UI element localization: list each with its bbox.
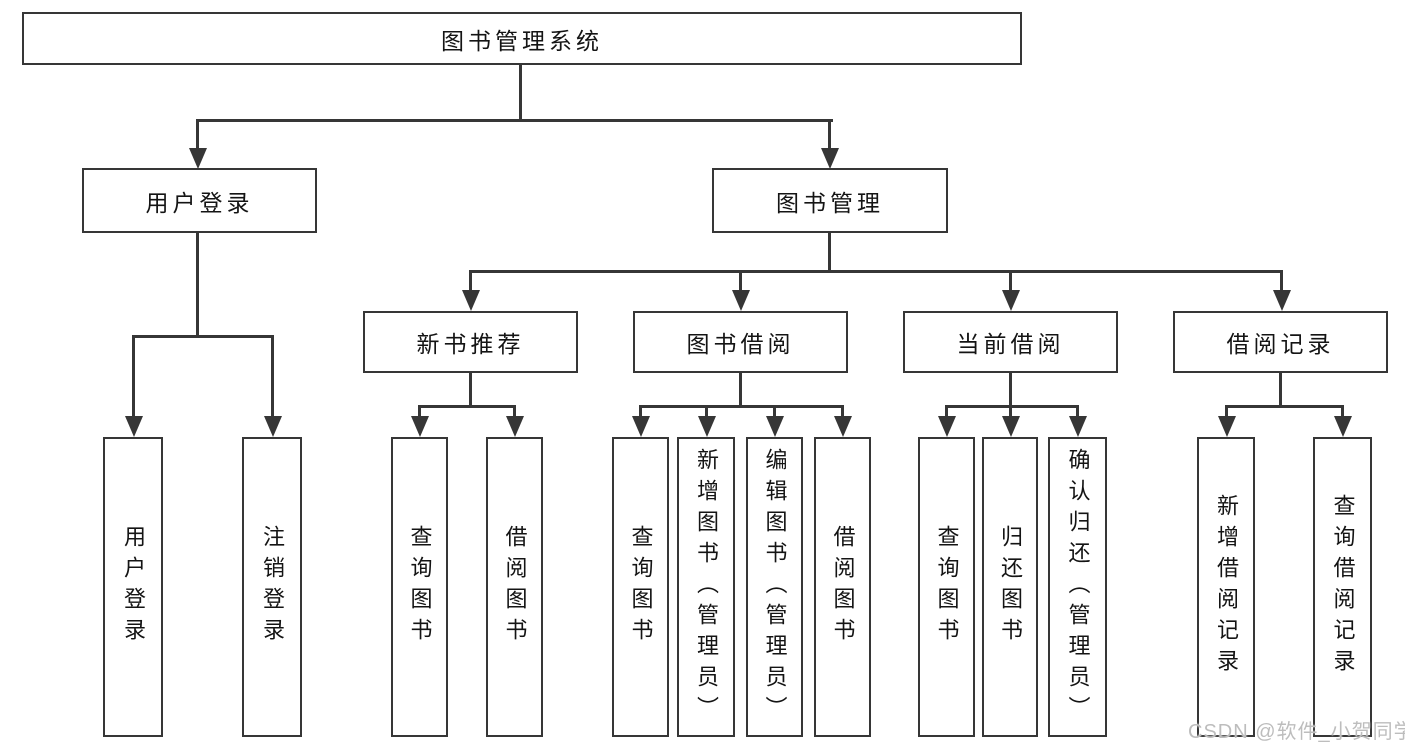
connector-line — [705, 405, 708, 419]
leaf-query-books-borrowing: 查询图书 — [612, 437, 669, 737]
connector-line — [1280, 270, 1283, 293]
connector-line — [1225, 405, 1228, 419]
node-current-borrowing: 当前借阅 — [903, 311, 1118, 373]
leaf-edit-book-admin-label: 编辑图书（管理员） — [762, 447, 788, 727]
connector-line — [841, 405, 844, 419]
arrow-down-icon — [1002, 290, 1020, 311]
connector-line — [1009, 270, 1012, 293]
arrow-down-icon — [1069, 416, 1087, 437]
node-root: 图书管理系统 — [22, 12, 1022, 65]
connector-line — [513, 405, 516, 419]
connector-line — [519, 65, 522, 119]
connector-line — [1076, 405, 1079, 419]
node-current-borrowing-label: 当前借阅 — [956, 331, 1065, 357]
leaf-user-login: 用户登录 — [103, 437, 163, 737]
arrow-down-icon — [264, 416, 282, 437]
arrow-down-icon — [632, 416, 650, 437]
connector-line — [1225, 405, 1344, 408]
leaf-add-borrow-record-label: 新增借阅记录 — [1214, 494, 1239, 680]
connector-line — [739, 373, 742, 407]
leaf-add-book-admin-label: 新增图书（管理员） — [694, 447, 719, 727]
leaf-query-borrow-record: 查询借阅记录 — [1313, 437, 1372, 737]
node-user-login: 用户登录 — [82, 168, 317, 233]
arrow-down-icon — [938, 416, 956, 437]
connector-line — [132, 335, 274, 338]
leaf-logout-login-label: 注销登录 — [260, 525, 285, 649]
leaf-logout-login: 注销登录 — [242, 437, 302, 737]
connector-line — [739, 270, 742, 293]
connector-line — [773, 405, 776, 419]
arrow-down-icon — [125, 416, 143, 437]
node-book-borrowing-label: 图书借阅 — [686, 331, 795, 357]
connector-line — [639, 405, 642, 419]
connector-line — [1341, 405, 1344, 419]
leaf-confirm-return-admin: 确认归还（管理员） — [1048, 437, 1107, 737]
leaf-user-login-label: 用户登录 — [121, 525, 146, 649]
node-new-book-recommend-label: 新书推荐 — [416, 331, 525, 357]
leaf-query-borrow-record-label: 查询借阅记录 — [1330, 494, 1356, 680]
leaf-query-books-current-label: 查询图书 — [934, 525, 960, 649]
node-book-borrowing: 图书借阅 — [633, 311, 848, 373]
leaf-borrow-books-recommend-label: 借阅图书 — [502, 525, 528, 649]
arrow-down-icon — [834, 416, 852, 437]
leaf-query-books-current: 查询图书 — [918, 437, 975, 737]
connector-line — [1009, 373, 1012, 407]
arrow-down-icon — [1273, 290, 1291, 311]
arrow-down-icon — [1218, 416, 1236, 437]
connector-line — [1009, 405, 1012, 419]
leaf-return-books-label: 归还图书 — [998, 525, 1023, 649]
arrow-down-icon — [1334, 416, 1352, 437]
connector-line — [469, 373, 472, 407]
node-borrowing-records: 借阅记录 — [1173, 311, 1388, 373]
connector-line — [469, 270, 472, 293]
leaf-return-books: 归还图书 — [982, 437, 1038, 737]
connector-line — [945, 405, 948, 419]
connector-line — [419, 405, 516, 408]
connector-line — [828, 233, 831, 272]
arrow-down-icon — [189, 148, 207, 169]
node-book-management-label: 图书管理 — [776, 189, 884, 216]
arrow-down-icon — [766, 416, 784, 437]
node-user-login-label: 用户登录 — [145, 189, 254, 216]
node-root-label: 图书管理系统 — [441, 27, 603, 54]
connector-line — [418, 405, 421, 419]
leaf-query-books-recommend: 查询图书 — [391, 437, 448, 737]
leaf-query-books-borrowing-label: 查询图书 — [628, 525, 654, 649]
connector-line — [271, 335, 274, 419]
arrow-down-icon — [462, 290, 480, 311]
connector-line — [828, 119, 831, 151]
connector-line — [469, 270, 1283, 273]
arrow-down-icon — [698, 416, 716, 437]
connector-line — [639, 405, 844, 408]
connector-line — [196, 119, 199, 151]
leaf-query-books-recommend-label: 查询图书 — [407, 525, 433, 649]
node-new-book-recommend: 新书推荐 — [363, 311, 578, 373]
arrow-down-icon — [506, 416, 524, 437]
connector-line — [1279, 373, 1282, 407]
leaf-borrow-books-recommend: 借阅图书 — [486, 437, 543, 737]
node-borrowing-records-label: 借阅记录 — [1226, 331, 1335, 357]
connector-line — [132, 335, 135, 419]
arrow-down-icon — [821, 148, 839, 169]
leaf-add-book-admin: 新增图书（管理员） — [677, 437, 735, 737]
leaf-borrow-books-borrowing-label: 借阅图书 — [830, 525, 856, 649]
connector-line — [196, 119, 833, 122]
connector-line — [196, 233, 199, 335]
leaf-edit-book-admin: 编辑图书（管理员） — [746, 437, 803, 737]
leaf-borrow-books-borrowing: 借阅图书 — [814, 437, 871, 737]
arrow-down-icon — [411, 416, 429, 437]
arrow-down-icon — [732, 290, 750, 311]
leaf-confirm-return-admin-label: 确认归还（管理员） — [1065, 447, 1091, 727]
watermark: CSDN @软件_小贺同学 — [1188, 721, 1405, 743]
arrow-down-icon — [1002, 416, 1020, 437]
connector-line — [945, 405, 1079, 408]
leaf-add-borrow-record: 新增借阅记录 — [1197, 437, 1255, 737]
node-book-management: 图书管理 — [712, 168, 948, 233]
